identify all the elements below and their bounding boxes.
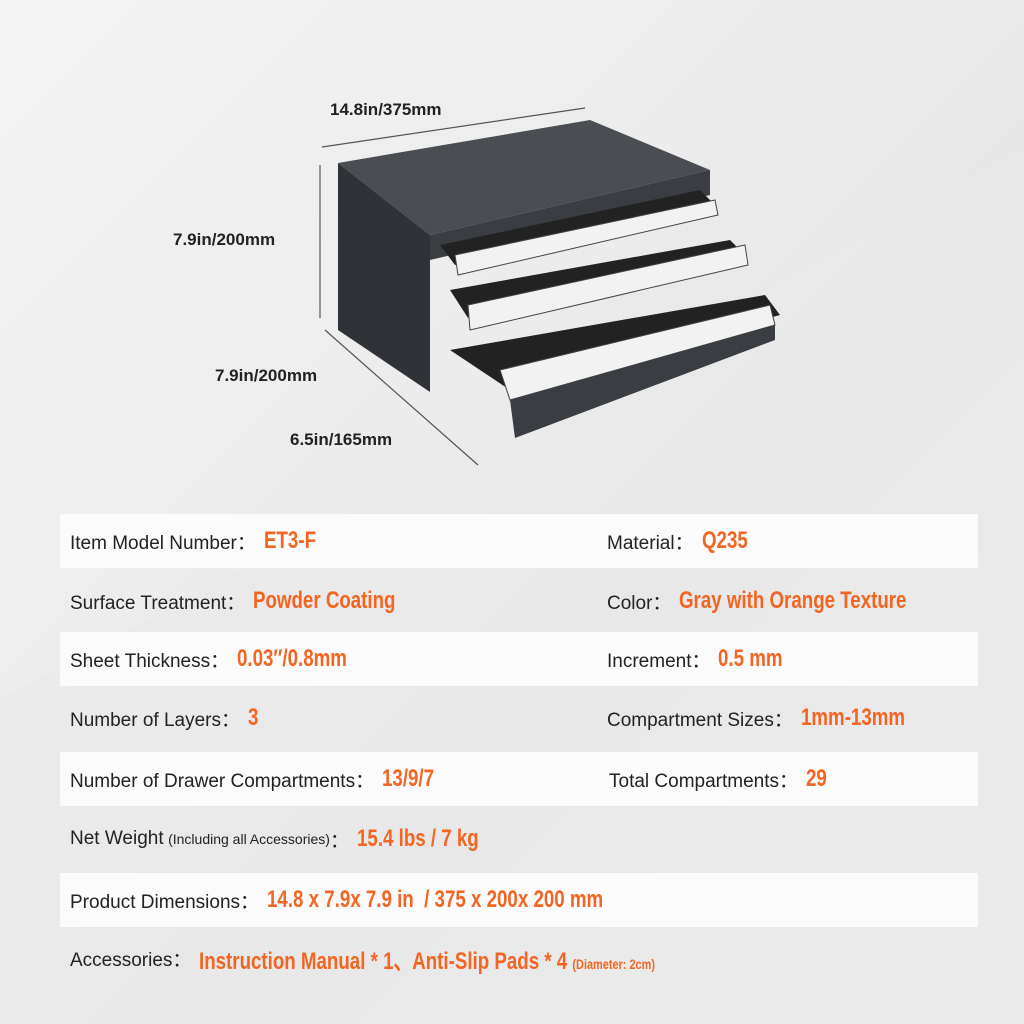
depth-dimension: 7.9in/200mm	[215, 366, 318, 385]
weight-value: 15.4 lbs / 7 kg	[356, 825, 479, 852]
accessories-value: Instruction Manual * 1、Anti-Slip Pads * …	[199, 941, 655, 976]
increment-value: 0.5 mm	[718, 645, 784, 672]
dimensions-value: 14.8 x 7.9x 7.9 in / 375 x 200x 200 mm	[267, 886, 604, 913]
sizes-label: Compartment Sizes：	[607, 709, 793, 731]
drawer-bottom	[450, 295, 780, 438]
drawer-cabinet-image	[319, 107, 780, 466]
spec-row-compartments: Number of Drawer Compartments： 13/9/7 Tot…	[60, 752, 978, 806]
height-dimension: 7.9in/200mm	[173, 230, 276, 249]
material-value: Q235	[701, 527, 748, 554]
accessories-note: (Diameter: 2cm)	[572, 955, 656, 972]
increment-label: Increment：	[607, 650, 711, 672]
model-label: Item Model Number：	[70, 532, 256, 554]
drawer-compartments-value: 13/9/7	[382, 765, 435, 792]
total-compartments-label: Total Compartments：	[609, 770, 799, 792]
drawer-middle	[450, 240, 749, 331]
weight-note: (Including all Accessories)	[168, 831, 330, 847]
drawer-depth-dimension: 6.5in/165mm	[290, 430, 393, 449]
spec-row-thickness: Sheet Thickness： 0.03″/0.8mm Increment： 0.…	[60, 632, 978, 686]
thickness-value: 0.03″/0.8mm	[237, 645, 348, 672]
spec-row-dimensions: Product Dimensions： 14.8 x 7.9x 7.9 in / …	[60, 873, 978, 927]
layers-value: 3	[248, 704, 259, 731]
spec-row-weight: Net Weight (Including all Accessories)： 1…	[60, 812, 978, 866]
surface-label: Surface Treatment：	[70, 592, 246, 614]
model-value: ET3-F	[263, 527, 316, 554]
accessories-text: Instruction Manual * 1、Anti-Slip Pads * …	[199, 947, 568, 975]
drawer-compartments-label: Number of Drawer Compartments：	[70, 770, 375, 792]
dimensions-label: Product Dimensions：	[70, 891, 260, 913]
thickness-label: Sheet Thickness：	[70, 650, 230, 672]
sizes-value: 1mm-13mm	[800, 704, 905, 731]
weight-colon: ：	[329, 830, 349, 852]
weight-label: Net Weight	[70, 828, 164, 849]
surface-value: Powder Coating	[253, 587, 396, 614]
drawer-top	[440, 190, 719, 276]
total-compartments-value: 29	[806, 765, 827, 792]
spec-row-layers: Number of Layers： 3 Compartment Sizes： 1mm…	[60, 691, 978, 745]
spec-row-model: Item Model Number： ET3-F Material： Q235	[60, 514, 978, 568]
spec-row-surface: Surface Treatment： Powder Coating Color： G…	[60, 574, 978, 628]
spec-row-accessories: Accessories： Instruction Manual * 1、Anti-…	[60, 931, 978, 985]
accessories-label: Accessories：	[70, 949, 192, 971]
color-label: Color：	[607, 592, 672, 614]
layers-label: Number of Layers：	[70, 709, 241, 731]
width-dimension: 14.8in/375mm	[330, 100, 442, 119]
material-label: Material：	[607, 532, 694, 554]
color-value: Gray with Orange Texture	[679, 587, 907, 614]
